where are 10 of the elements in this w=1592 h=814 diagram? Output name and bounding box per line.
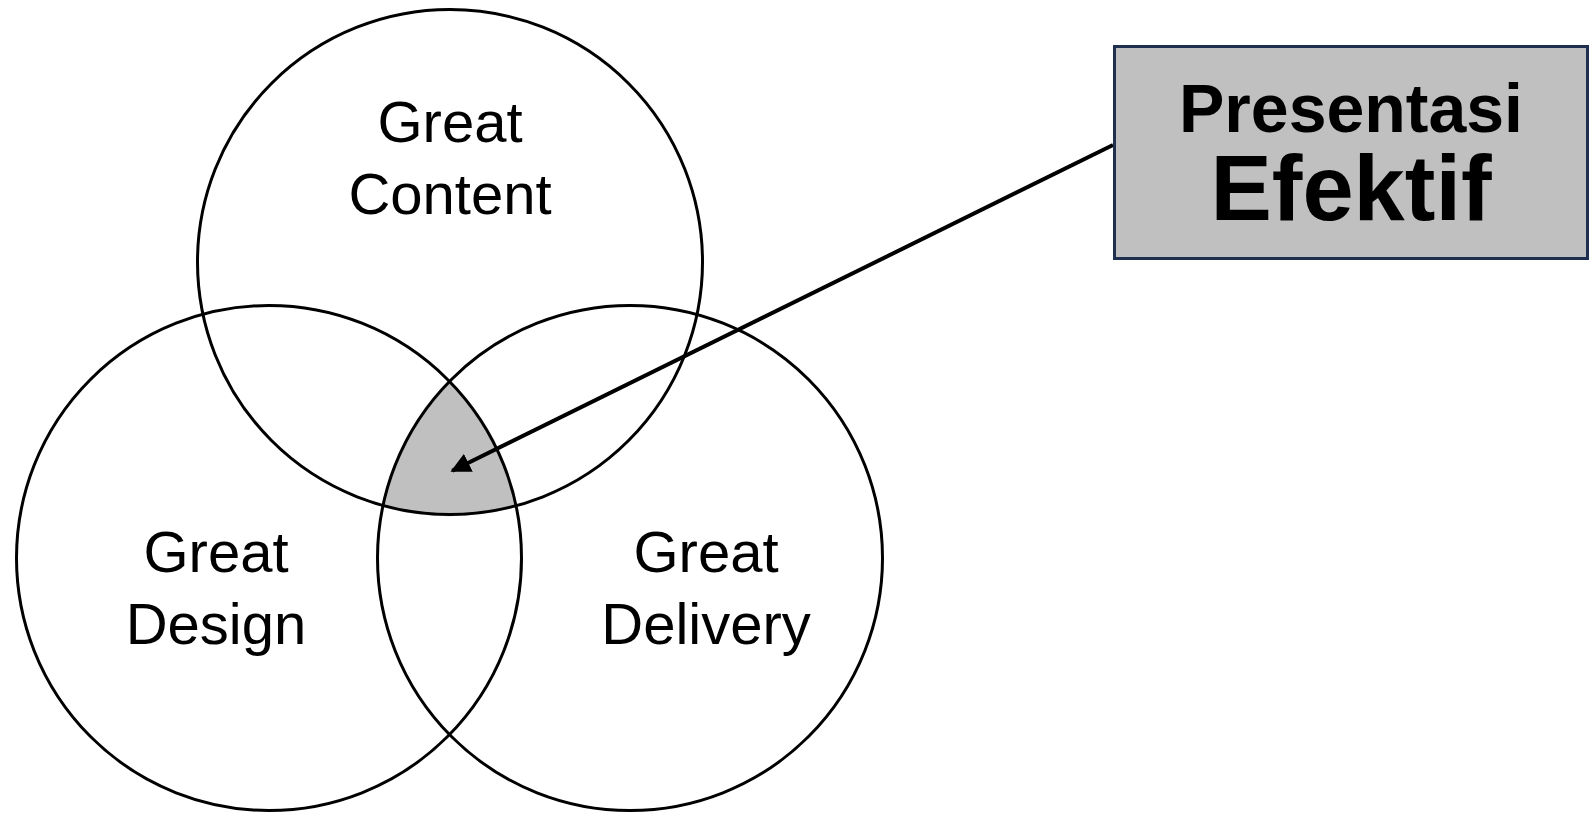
title-box [1113, 45, 1589, 260]
circle-label: Great Design [124, 518, 308, 658]
title-text: Presentasi [1179, 72, 1523, 143]
venn-circle [376, 304, 884, 812]
venn-circle [15, 304, 523, 812]
circle-label: Great Delivery [600, 518, 812, 658]
leader-arrow [450, 143, 1114, 473]
venn-circle [196, 8, 704, 516]
title-emphasis-text: Efektif [1210, 142, 1492, 233]
circle-label: Great Content [347, 88, 553, 228]
